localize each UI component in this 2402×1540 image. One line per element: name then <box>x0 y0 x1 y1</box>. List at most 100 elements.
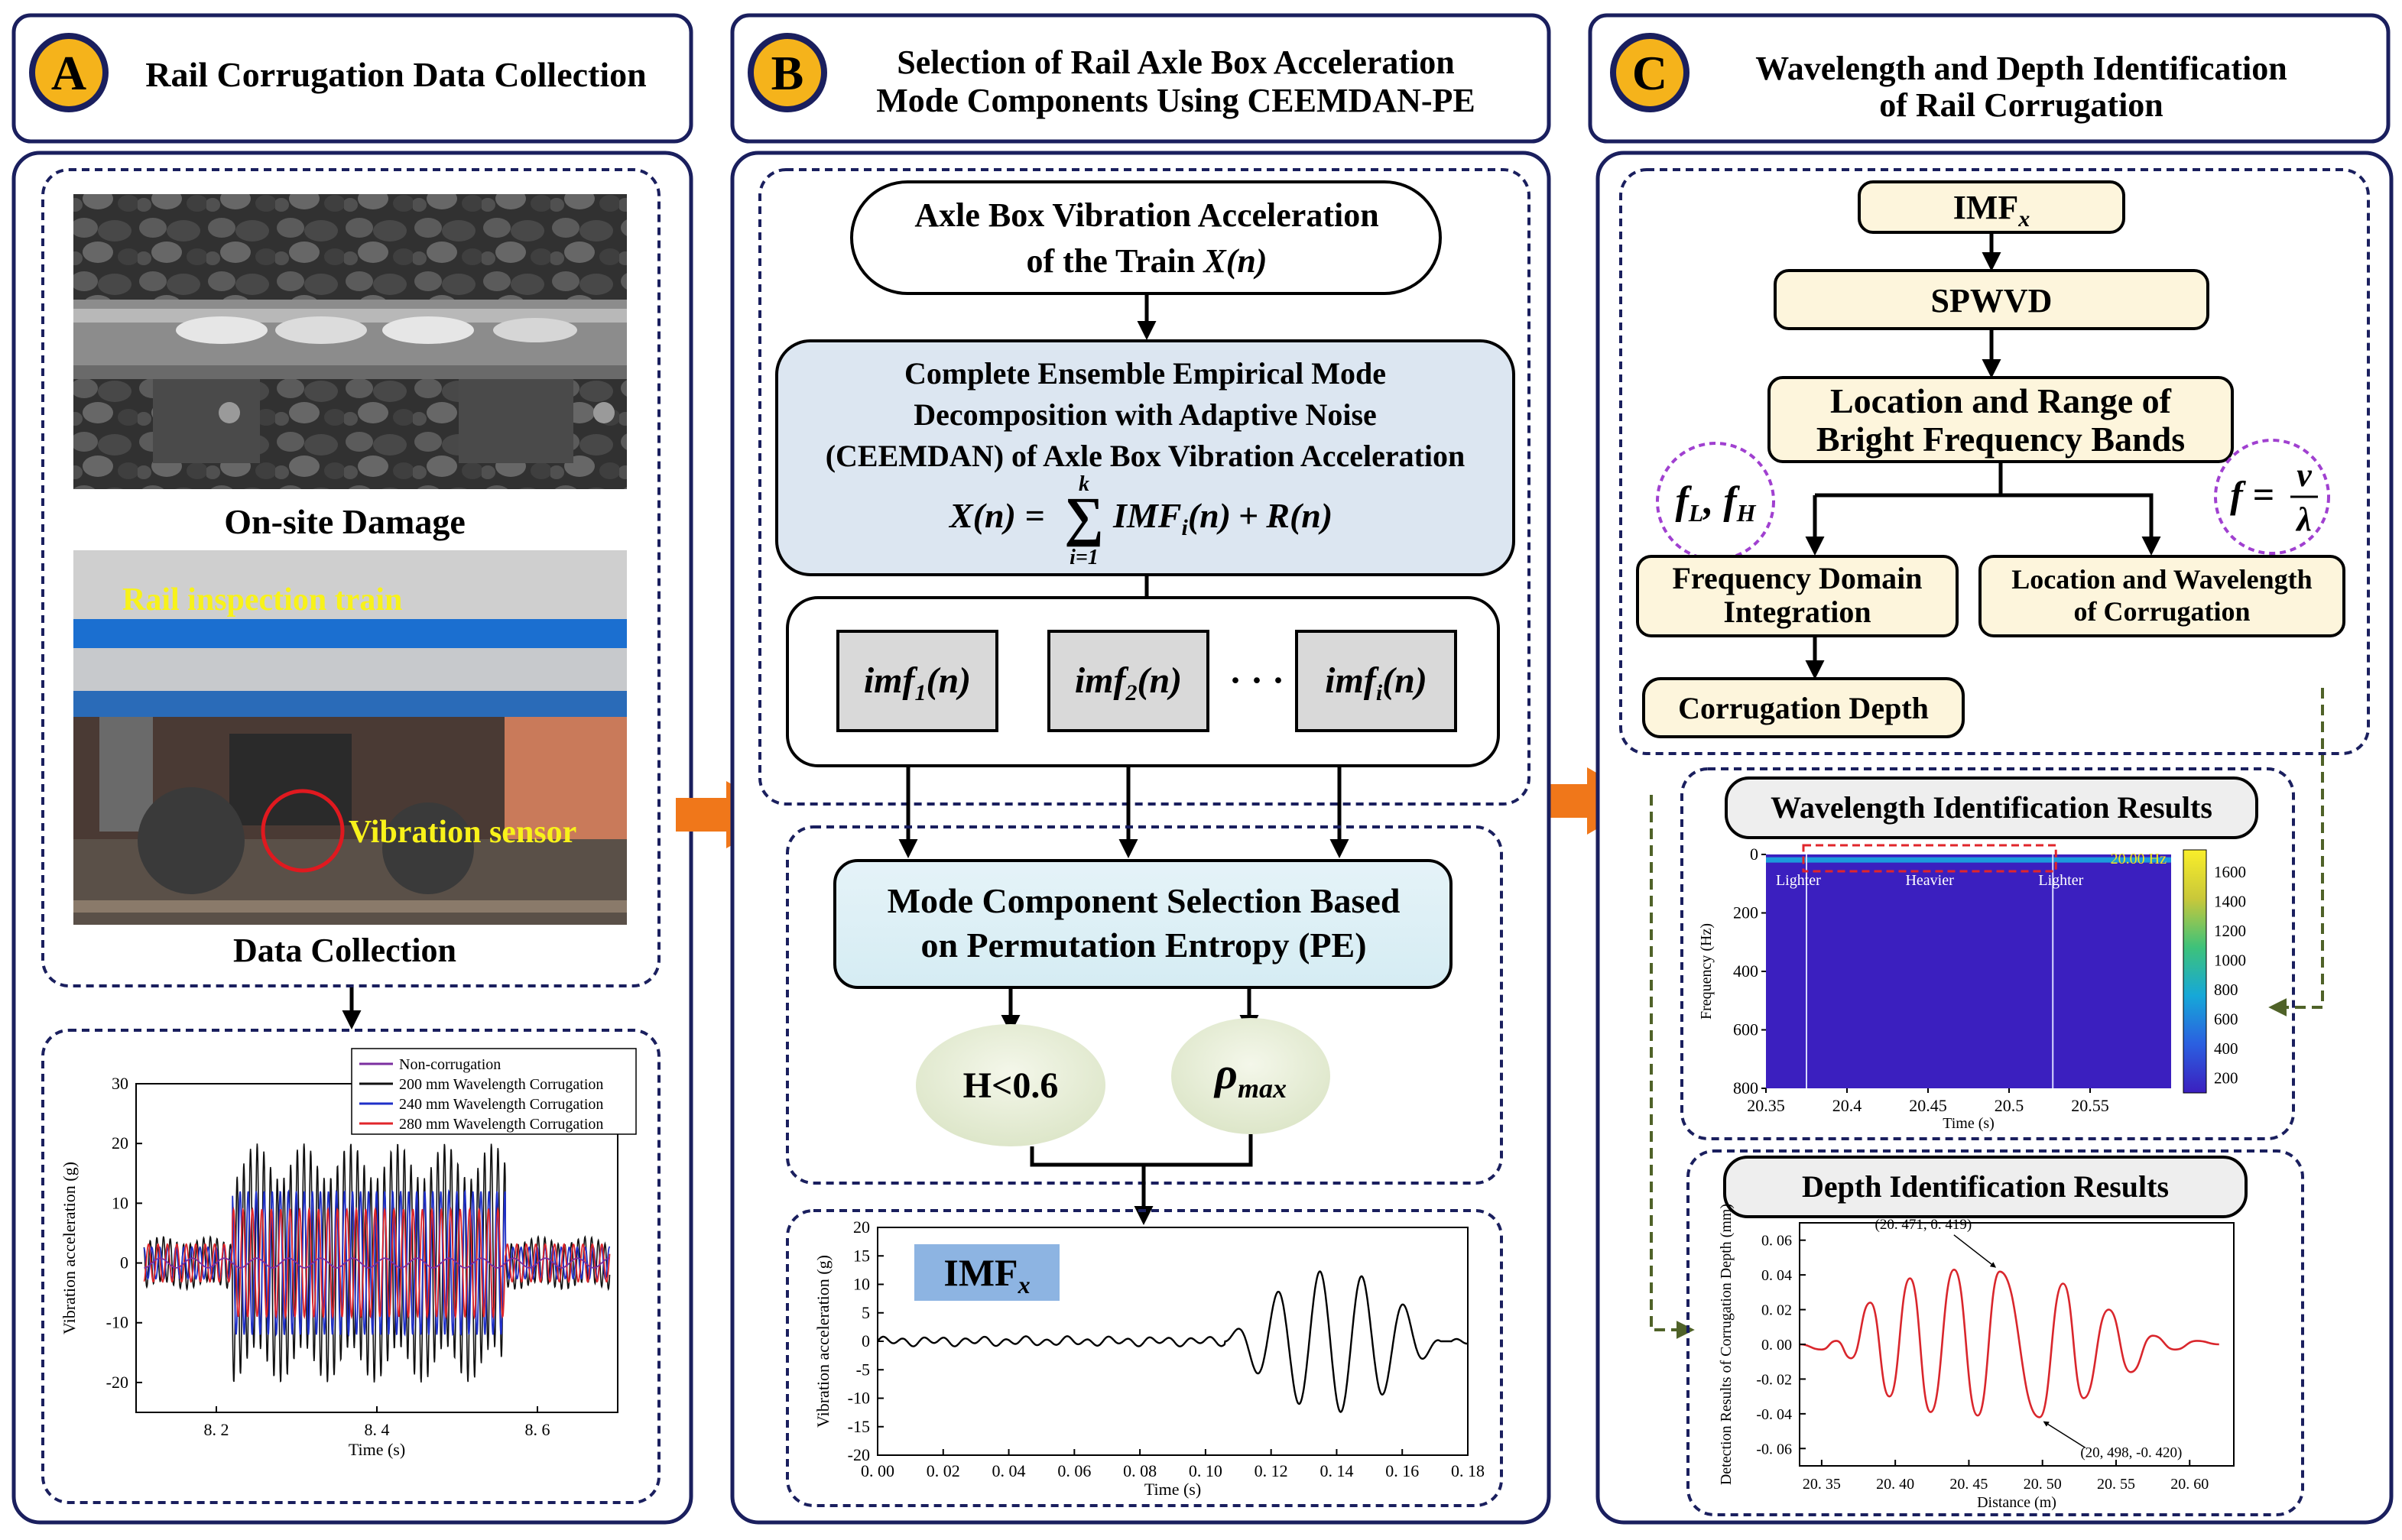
x-tick-label: 20. 45 <box>1949 1476 1988 1493</box>
x-tick-label: 8. 4 <box>365 1420 390 1439</box>
panel-c-title-line2: of Rail Corrugation <box>1879 86 2163 124</box>
series-line-3 <box>143 1206 611 1320</box>
panel-a-badge <box>29 33 109 112</box>
panel-c-header <box>1588 13 2391 144</box>
formula-sum-top: k <box>1079 472 1089 496</box>
region-label: Lighter <box>2038 872 2083 889</box>
x-axis-title: Time (s) <box>1943 1115 1995 1132</box>
panel-b: B Selection of Rail Axle Box Acceleratio… <box>730 13 1551 1525</box>
rail-inspection-train-label: Rail inspection train <box>122 582 402 618</box>
vibration-sensor-label: Vibration sensor <box>349 815 576 850</box>
wavelength-feedback-connector <box>2268 688 2324 1016</box>
y-axis-title: Vibration acceleration (g) <box>813 1255 833 1428</box>
depth-series-line <box>1799 1269 2219 1418</box>
colorbar-tick-label: 1400 <box>2214 892 2246 910</box>
x-tick-label: 20. 40 <box>1876 1476 1914 1493</box>
pe-selection-line2: on Permutation Entropy (PE) <box>920 926 1366 965</box>
region-label: Lighter <box>1776 872 1821 889</box>
series-line-0 <box>144 1257 610 1269</box>
imf2-box <box>1047 630 1209 732</box>
x-tick-label: 20. 50 <box>2024 1476 2062 1493</box>
y-tick-label: -10 <box>106 1313 128 1332</box>
y-tick-label: -10 <box>848 1389 870 1408</box>
y-tick-label: 0. 02 <box>1761 1302 1792 1319</box>
y-tick-label: 0 <box>120 1253 128 1273</box>
imf2-label: imf2(n) <box>1075 660 1182 705</box>
heatmap-background <box>1766 854 2171 1088</box>
location-wavelength-line1: Location and Wavelength <box>2011 564 2312 595</box>
y-tick-label: -0. 02 <box>1756 1371 1792 1388</box>
x-tick-label: 20. 35 <box>1803 1476 1841 1493</box>
legend-entry: 200 mm Wavelength Corrugation <box>399 1076 603 1093</box>
x-axis-title: Distance (m) <box>1977 1494 2056 1511</box>
x-tick-label: 8. 6 <box>525 1420 550 1439</box>
wavelength-results-title-box <box>1725 776 2258 839</box>
x-tick-label: 0. 10 <box>1189 1461 1222 1480</box>
band-highlight-box <box>1802 844 2057 873</box>
formula-term: IMFi(n)+R(n) <box>1112 496 1332 540</box>
panel-a-top-group <box>41 168 661 987</box>
y-tick-label: 20 <box>853 1217 870 1237</box>
colorbar-tick-label: 200 <box>2214 1069 2238 1088</box>
frequency-bounds-label: fL, fH <box>1675 479 1756 527</box>
trough-annotation: (20, 498, -0. 420) <box>2080 1444 2182 1461</box>
bands-branch-connector-right <box>2001 493 2161 556</box>
panel-c-badge-letter: C <box>1632 46 1667 100</box>
x-tick-label: 0. 06 <box>1057 1461 1091 1480</box>
y-tick-label: -15 <box>848 1417 870 1436</box>
depth-results-title: Depth Identification Results <box>1802 1169 2169 1204</box>
frequency-integration-line2: Integration <box>1723 595 1871 629</box>
relation-lhs: f = <box>2230 473 2274 516</box>
trough-annotation-arrow <box>2043 1421 2086 1449</box>
x-tick-label: 20. 55 <box>2097 1476 2135 1493</box>
frequency-integration-line1: Frequency Domain <box>1672 561 1922 595</box>
y-tick-label: 15 <box>853 1246 870 1265</box>
depth-chart: 20. 35 20. 40 20. 45 20. 50 20. 55 20. 60 -0. … <box>1718 1204 2235 1511</box>
ceemdan-line1: Complete Ensemble Empirical Mode <box>904 356 1386 391</box>
y-tick-label: 10 <box>112 1193 128 1212</box>
y-tick-label: 5 <box>862 1303 870 1322</box>
peak-annotation-arrow <box>1953 1234 1997 1268</box>
imf1-box <box>836 630 998 732</box>
y-tick-label: -20 <box>848 1445 870 1464</box>
bright-bands-line1: Location and Range of <box>1830 381 2172 420</box>
arrow-b-to-c <box>1538 767 1645 835</box>
imf1-label: imf1(n) <box>864 660 971 705</box>
pe-selection-line1: Mode Component Selection Based <box>888 881 1401 920</box>
corrugation-depth-node <box>1642 677 1965 738</box>
y-axis-title: Vibration acceleration (g) <box>60 1162 79 1334</box>
bright-bands-line2: Bright Frequency Bands <box>1816 420 2185 459</box>
y-tick-label: 400 <box>1733 961 1758 981</box>
entropy-threshold-label: H<0.6 <box>963 1065 1059 1106</box>
y-tick-label: -0. 06 <box>1756 1441 1792 1457</box>
y-axis-title: Detection Results of Corrugation Depth (… <box>1718 1204 1735 1485</box>
pe-selection-box <box>833 859 1453 989</box>
imfx-label-box <box>914 1244 1060 1301</box>
x-tick-label: 0. 16 <box>1385 1461 1419 1480</box>
x-tick-label: 20. 60 <box>2170 1476 2209 1493</box>
y-tick-label: -5 <box>856 1360 870 1379</box>
panel-c-flow-group <box>1619 168 2370 755</box>
x-tick-label: 8. 2 <box>204 1420 229 1439</box>
colorbar-tick-label: 1200 <box>2214 922 2246 940</box>
spwvd-node-label: SPWVD <box>1931 282 2053 319</box>
panel-b-title-line2: Mode Components Using CEEMDAN-PE <box>876 82 1475 119</box>
formula-lhs: X(n) = <box>948 496 1045 535</box>
x-tick-label: 0. 14 <box>1319 1461 1353 1480</box>
location-wavelength-line2: of Corrugation <box>2074 596 2251 627</box>
correlation-max-node <box>1171 1018 1330 1134</box>
legend-entry: 240 mm Wavelength Corrugation <box>399 1096 603 1113</box>
panel-b-title-line1: Selection of Rail Axle Box Acceleration <box>897 44 1455 81</box>
x-tick-label: 0. 12 <box>1255 1461 1288 1480</box>
x-axis-title: Time (s) <box>1144 1480 1201 1499</box>
band-frequency-label: 20.00 Hz <box>2111 851 2167 867</box>
location-wavelength-node <box>1978 555 2345 637</box>
imf-ellipsis: · · · <box>1229 660 1284 701</box>
y-tick-label: 20 <box>112 1133 128 1153</box>
inspection-train-photo <box>73 550 627 925</box>
